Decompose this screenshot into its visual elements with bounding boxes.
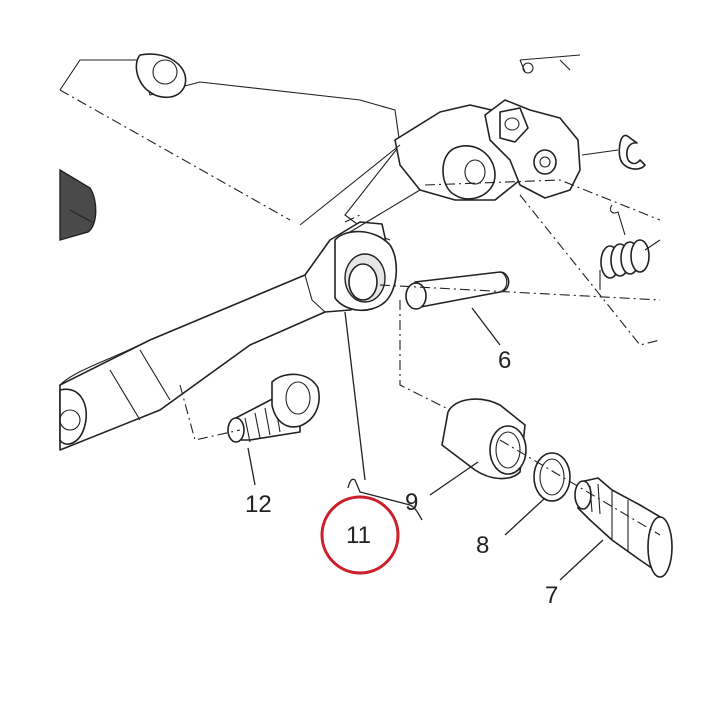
leader-lines [247,307,604,581]
callout-12: 12 [245,491,272,518]
callout-9: 9 [405,489,418,516]
bushing-9 [441,398,527,480]
main-lever-arm [59,104,526,451]
callout-8: 8 [476,532,489,559]
assembly-centerlines [59,89,661,536]
callout-7: 7 [545,582,558,609]
callout-6: 6 [498,347,511,374]
circlip [581,134,646,170]
highlight-circle [320,495,400,575]
rubber-footpeg [59,168,97,241]
washer-8 [533,452,571,502]
bolt-12 [227,373,320,443]
callout-11: 11 [346,522,371,549]
callout-labels: 6 7 8 9 11 12 [245,347,558,609]
pin-6 [405,271,510,310]
upper-linkage-arm [59,53,401,241]
upper-right-bracket [484,54,581,199]
lever-pivot-boss [334,230,398,311]
pivot-bolt-7 [574,477,673,578]
torsion-spring [599,204,661,290]
